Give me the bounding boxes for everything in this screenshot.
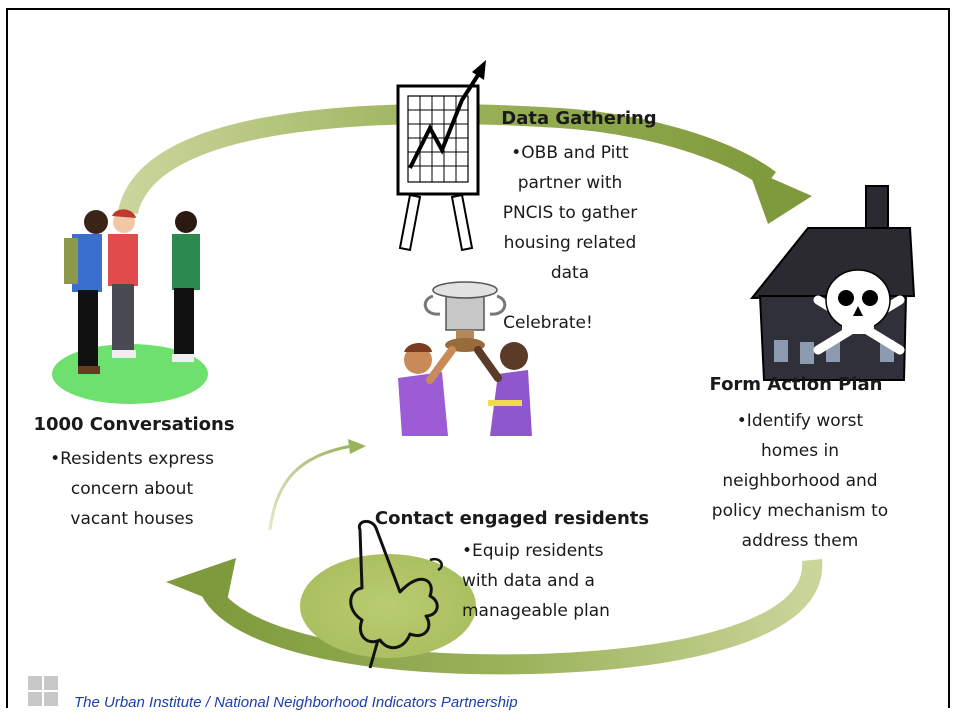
bottom-cycle-arrow: [166, 558, 823, 675]
people-talking-icon: [52, 209, 208, 404]
form-action-plan-line: address them: [741, 531, 859, 551]
celebrate-label: Celebrate!: [503, 313, 593, 333]
data-gathering-line: partner with: [517, 173, 623, 193]
trophy-celebration-icon: [398, 281, 532, 436]
form-action-plan-body: •Identify worst homes in neighborhood an…: [690, 406, 910, 556]
top-cycle-arrow: [118, 104, 812, 224]
haunted-house-skull-icon: [749, 185, 916, 381]
data-gathering-line: PNCIS to gather: [502, 203, 638, 223]
form-action-plan-line: neighborhood and: [722, 471, 878, 491]
chart-easel-icon: [396, 60, 486, 252]
slide-frame: [6, 8, 950, 708]
contact-residents-title: Contact engaged residents: [374, 508, 650, 529]
data-gathering-body: •OBB and Pitt partner with PNCIS to gath…: [482, 138, 658, 288]
logo-icon: [28, 676, 58, 706]
data-gathering-line: data: [550, 263, 590, 283]
conversations-line: •Residents express: [50, 449, 214, 469]
data-gathering-title: Data Gathering: [501, 108, 657, 129]
form-action-plan-line: policy mechanism to: [711, 501, 889, 521]
conversations-body: •Residents express concern about vacant …: [34, 444, 230, 534]
footer-attribution: The Urban Institute / National Neighborh…: [74, 694, 518, 711]
contact-residents-line: manageable plan: [462, 601, 610, 621]
contact-residents-body: •Equip residents with data and a managea…: [462, 536, 638, 626]
data-gathering-line: housing related: [503, 233, 637, 253]
contact-residents-line: with data and a: [462, 571, 595, 591]
data-gathering-line: •OBB and Pitt: [511, 143, 629, 163]
conversations-line: vacant houses: [70, 509, 194, 529]
form-action-plan-title: Form Action Plan: [709, 374, 883, 395]
contact-residents-line: •Equip residents: [462, 541, 604, 561]
inner-arrow: [268, 439, 366, 531]
hand-finger-icon: [300, 520, 476, 669]
conversations-line: concern about: [70, 479, 194, 499]
form-action-plan-line: •Identify worst: [736, 411, 864, 431]
form-action-plan-line: homes in: [761, 441, 839, 461]
conversations-title: 1000 Conversations: [33, 414, 235, 435]
